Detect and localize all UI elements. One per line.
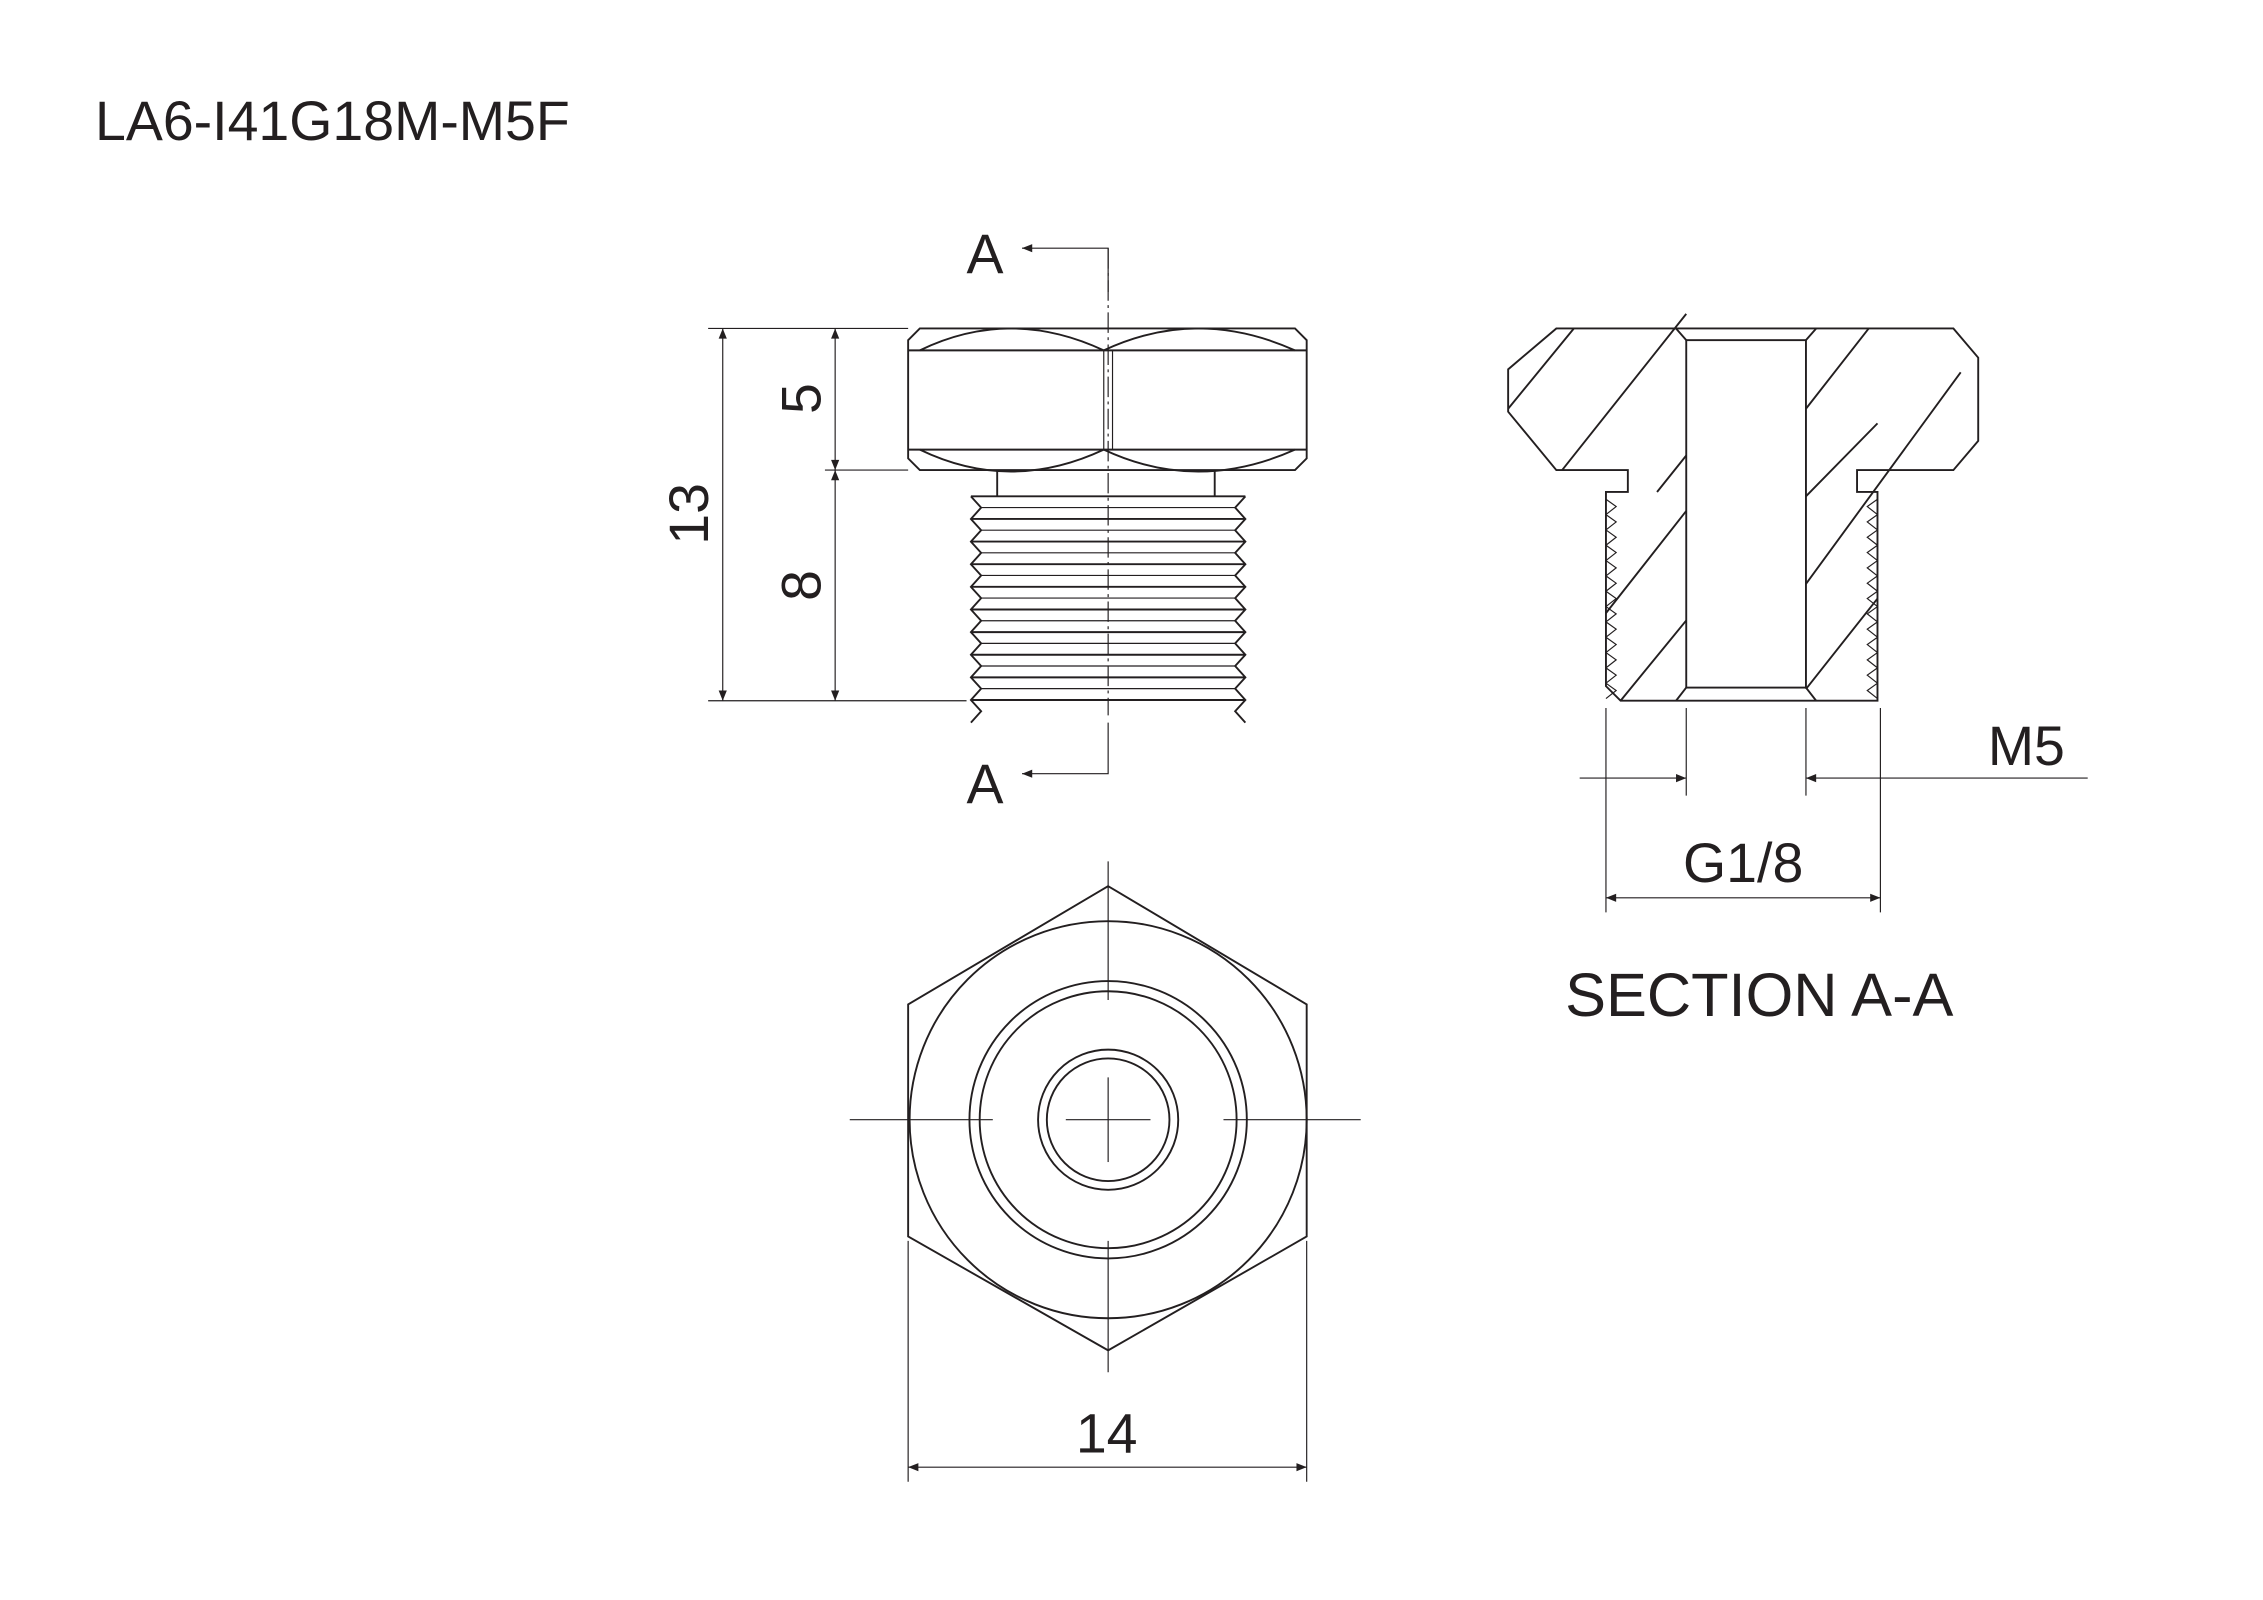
svg-text:G1/8: G1/8 — [1683, 832, 1803, 894]
svg-text:A: A — [967, 753, 1004, 815]
section-marker-top: A — [967, 223, 1109, 292]
front-view — [907, 248, 1308, 724]
svg-text:A: A — [967, 223, 1004, 285]
svg-text:14: 14 — [1076, 1403, 1138, 1465]
section-marker-bottom: A — [967, 722, 1109, 815]
dimension-overall-height: 13 — [658, 327, 967, 702]
part-number-title: LA6-I41G18M-M5F — [95, 90, 570, 152]
section-view — [1507, 313, 1980, 702]
svg-text:13: 13 — [658, 483, 720, 545]
dimension-across-flats: 14 — [907, 1240, 1308, 1482]
dimension-outer-thread: G1/8 — [1605, 708, 1881, 913]
dimension-thread-length: 8 — [771, 470, 840, 701]
svg-text:M5: M5 — [1988, 715, 2065, 777]
svg-text:5: 5 — [771, 383, 833, 414]
dimension-inner-thread: M5 — [1579, 708, 2088, 796]
end-view — [849, 861, 1361, 1373]
svg-text:8: 8 — [771, 570, 833, 601]
section-label: SECTION A-A — [1565, 960, 1953, 1029]
dimension-head-height: 5 — [771, 328, 909, 471]
